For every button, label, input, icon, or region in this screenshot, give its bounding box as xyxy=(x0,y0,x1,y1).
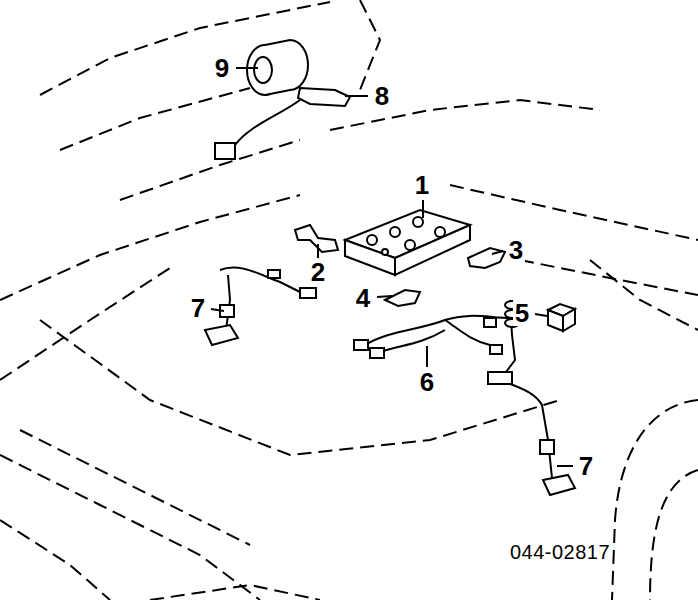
car-body-outline-part xyxy=(60,88,250,150)
leader-lines-part xyxy=(211,309,224,311)
wiring-harness-part xyxy=(490,345,502,354)
callout-number: 7 xyxy=(577,453,595,479)
abs-control-unit-part xyxy=(405,240,415,250)
wheel-speed-sensor-rear-part xyxy=(543,475,575,495)
wiring-harness-part xyxy=(380,330,445,352)
car-body-outline-part xyxy=(650,470,698,600)
car-body-outline-part xyxy=(40,2,330,95)
car-body-outline-part xyxy=(330,100,600,130)
callout-number: 7 xyxy=(189,295,207,321)
mounting-brackets-part xyxy=(385,290,420,306)
leader-lines-part xyxy=(535,314,547,316)
wiring-harness-part xyxy=(484,318,496,327)
callout-number: 9 xyxy=(213,55,231,81)
car-body-outline-part xyxy=(612,400,698,600)
mounting-brackets-part xyxy=(468,248,505,268)
relay xyxy=(548,304,575,331)
abs-control-unit-part xyxy=(390,227,400,237)
wheel-speed-sensor-rear-part xyxy=(500,380,552,478)
leader-lines-part xyxy=(345,95,368,97)
leader-lines-part xyxy=(557,465,573,467)
callout-number: 1 xyxy=(413,172,431,198)
wiring-harness-part xyxy=(370,348,384,358)
wiring-harness xyxy=(354,300,519,380)
leader-lines-part xyxy=(426,346,428,367)
diagram-code: 044-02817 xyxy=(508,542,612,562)
wheel-speed-sensor-front xyxy=(205,267,316,345)
relay-part xyxy=(563,309,575,331)
leader-lines xyxy=(211,68,573,466)
callout-number: 3 xyxy=(507,237,525,263)
wheel-speed-sensor-front-part xyxy=(220,267,300,292)
wheel-speed-sensor-rear xyxy=(488,372,575,495)
car-body-outline-part xyxy=(520,260,698,295)
callout-number: 4 xyxy=(354,285,372,311)
sensor-rotor-assembly-part xyxy=(254,57,272,83)
wheel-speed-sensor-rear-part xyxy=(488,372,512,384)
callout-number: 6 xyxy=(418,369,436,395)
car-body-outline-part xyxy=(150,585,320,600)
abs-control-unit-part xyxy=(435,227,445,237)
leader-lines-part xyxy=(236,67,258,69)
abs-control-unit-part xyxy=(382,249,388,255)
mounting-brackets xyxy=(295,225,505,306)
wheel-speed-sensor-rear-part xyxy=(540,440,554,454)
relay-part xyxy=(548,310,563,331)
car-body-outline-part xyxy=(20,430,250,545)
car-body-outline-part xyxy=(0,195,300,300)
sensor-rotor-assembly-part xyxy=(298,88,350,106)
sensor-rotor-assembly-part xyxy=(235,100,300,145)
abs-control-unit-part xyxy=(413,217,423,227)
car-body-outline-part xyxy=(360,0,380,90)
leader-lines-part xyxy=(317,244,319,258)
wheel-speed-sensor-front-part xyxy=(268,270,280,278)
car-body-outline-part xyxy=(0,520,110,600)
wheel-speed-sensor-front-part xyxy=(300,288,316,298)
callout-number: 2 xyxy=(309,259,327,285)
sensor-rotor-assembly-part xyxy=(215,143,235,159)
leader-lines-part xyxy=(422,200,424,218)
wiring-harness-part xyxy=(365,316,510,345)
car-body-outline-part xyxy=(120,140,300,200)
car-body-outline-part xyxy=(0,268,170,380)
wiring-harness-part xyxy=(354,340,368,350)
car-body-outline-part xyxy=(40,320,560,455)
mounting-brackets-part xyxy=(295,225,338,252)
wheel-speed-sensor-front-part xyxy=(226,275,230,330)
abs-control-unit xyxy=(345,210,470,275)
abs-control-unit-part xyxy=(367,235,377,245)
callout-number: 8 xyxy=(373,83,391,109)
car-body-outline-part xyxy=(0,455,260,600)
abs-control-unit-part xyxy=(395,225,470,275)
callout-number: 5 xyxy=(513,300,531,326)
wheel-speed-sensor-front-part xyxy=(205,325,238,345)
car-body-outline-part xyxy=(450,185,698,240)
leader-lines-part xyxy=(377,296,392,297)
leader-lines-part xyxy=(492,251,503,254)
sensor-rotor-assembly xyxy=(215,40,350,159)
car-body-outline-part xyxy=(590,260,698,330)
